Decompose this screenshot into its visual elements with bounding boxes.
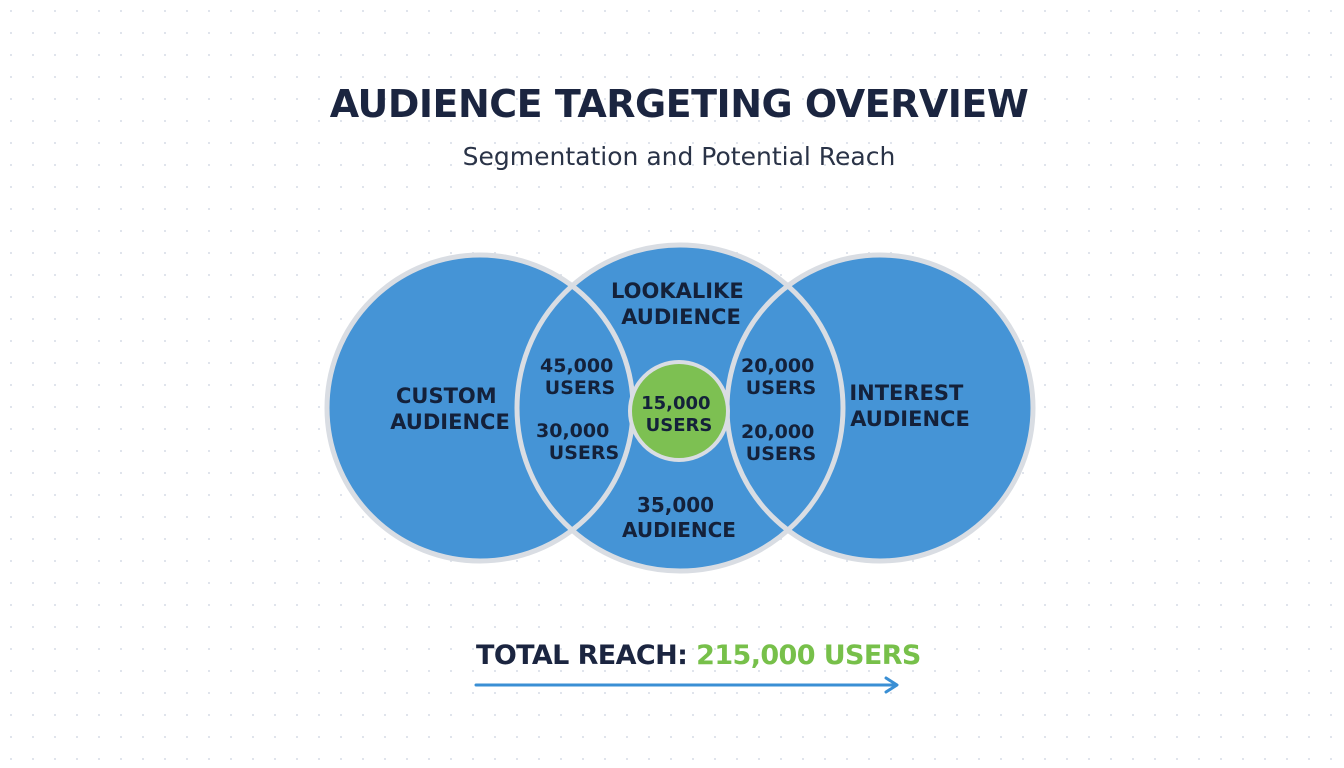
- lookalike-audience-label-line1: LOOKALIKE: [611, 279, 744, 303]
- core-audience-value: 15,000: [641, 393, 710, 414]
- total-reach-label: TOTAL REACH:: [476, 640, 688, 671]
- lookalike-audience-label: LOOKALIKE AUDIENCE: [611, 279, 751, 329]
- core-audience-circle[interactable]: [628, 360, 730, 462]
- lookalike-interest-lower-value: 20,000: [741, 421, 814, 443]
- reach-arrow-icon: [474, 676, 899, 694]
- page-title: AUDIENCE TARGETING OVERVIEW: [329, 82, 1029, 126]
- lookalike-bottom-unit: AUDIENCE: [622, 518, 736, 542]
- total-reach: TOTAL REACH: 215,000 USERS: [476, 640, 921, 671]
- custom-lookalike-upper-unit: USERS: [545, 377, 615, 399]
- lookalike-bottom-count: 35,000 AUDIENCE: [622, 493, 736, 542]
- interest-audience-label-line2: AUDIENCE: [850, 407, 970, 431]
- lookalike-interest-upper-value: 20,000: [741, 355, 814, 377]
- core-audience-unit: USERS: [646, 415, 713, 436]
- page-subtitle: Segmentation and Potential Reach: [462, 142, 896, 171]
- custom-lookalike-lower-count: 30,000 USERS: [536, 420, 619, 464]
- lookalike-interest-upper-count: 20,000 USERS: [741, 355, 821, 399]
- custom-audience-label-line2: AUDIENCE: [390, 410, 510, 434]
- lookalike-interest-lower-unit: USERS: [746, 443, 816, 465]
- interest-audience-label-line1: INTEREST: [849, 381, 964, 405]
- custom-lookalike-lower-unit: USERS: [549, 442, 619, 464]
- total-reach-value: 215,000 USERS: [696, 640, 921, 671]
- venn-diagram: CUSTOM AUDIENCE LOOKALIKE AUDIENCE INTER…: [324, 242, 1036, 574]
- lookalike-interest-lower-count: 20,000 USERS: [741, 421, 821, 465]
- custom-audience-label-line1: CUSTOM: [396, 384, 497, 408]
- custom-lookalike-upper-count: 45,000 USERS: [540, 355, 620, 399]
- custom-lookalike-lower-value: 30,000: [536, 420, 609, 442]
- lookalike-interest-upper-unit: USERS: [746, 377, 816, 399]
- custom-lookalike-upper-value: 45,000: [540, 355, 613, 377]
- lookalike-bottom-value: 35,000: [637, 493, 714, 517]
- custom-audience-label: CUSTOM AUDIENCE: [390, 384, 510, 434]
- interest-audience-label: INTEREST AUDIENCE: [849, 381, 970, 431]
- core-audience-count: 15,000 USERS: [641, 393, 717, 436]
- lookalike-audience-label-line2: AUDIENCE: [621, 305, 741, 329]
